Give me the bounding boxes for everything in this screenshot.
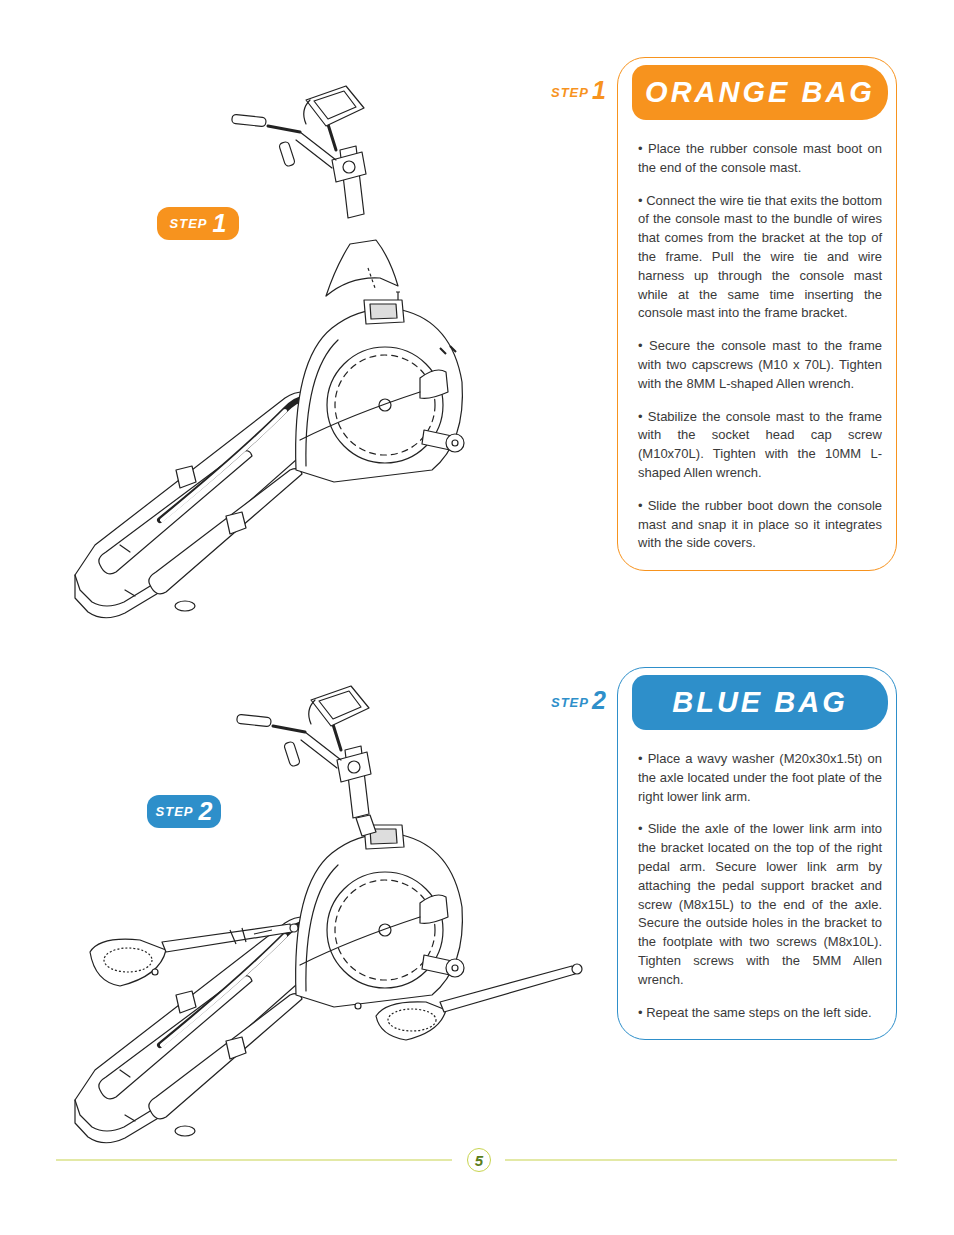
pedal-assembly (90, 815, 582, 1040)
mast-boot (326, 240, 456, 354)
step-badge: STEP 2 (147, 795, 221, 828)
bag-title: ORANGE BAG (645, 76, 875, 109)
instruction-bullet: • Repeat the same steps on the left side… (638, 1004, 882, 1023)
step-label: 2 (592, 686, 607, 715)
step-label: 1 (592, 76, 607, 105)
bag-header: ORANGE BAG (632, 65, 888, 120)
bag-header: BLUE BAG (632, 675, 888, 730)
instruction-text: • Place the rubber console mast boot on … (638, 140, 882, 553)
page-number-text: 5 (475, 1152, 483, 1169)
instruction-panel: • Place the rubber console mast boot on … (617, 57, 897, 571)
step-word: 2 (199, 797, 213, 826)
step-word: STEP (170, 216, 208, 231)
bag-title: BLUE BAG (672, 686, 847, 719)
instruction-bullet: • Stabilize the console mast to the fram… (638, 408, 882, 483)
instruction-bullet: • Place a wavy washer (M20x30x1.5t) on t… (638, 750, 882, 806)
console-mast (237, 686, 371, 818)
instruction-bullet: • Place the rubber console mast boot on … (638, 140, 882, 178)
step-badge: STEP 1 (157, 207, 239, 240)
step-label: STEP (551, 85, 589, 100)
page-number: 5 (467, 1148, 491, 1172)
instruction-bullet: • Slide the rubber boot down the console… (638, 497, 882, 553)
instruction-bullet: • Connect the wire tie that exits the bo… (638, 192, 882, 324)
instruction-text: • Place a wavy washer (M20x30x1.5t) on t… (638, 750, 882, 1022)
trainer-frame (75, 825, 464, 1143)
step-word: STEP (156, 804, 194, 819)
trainer-frame (75, 300, 464, 618)
instruction-bullet: • Slide the axle of the lower link arm i… (638, 820, 882, 989)
instruction-bullet: • Secure the console mast to the frame w… (638, 337, 882, 393)
console-mast (232, 86, 366, 218)
step-word: 1 (213, 209, 227, 238)
instruction-panel: • Place a wavy washer (M20x30x1.5t) on t… (617, 667, 897, 1040)
step-label: STEP (551, 695, 589, 710)
